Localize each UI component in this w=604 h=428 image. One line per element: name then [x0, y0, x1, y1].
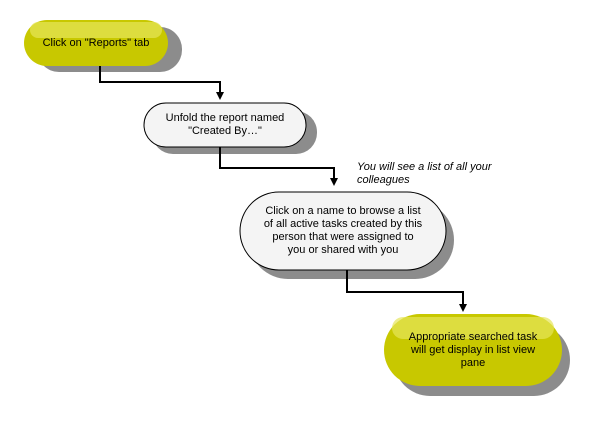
browse-tasks-node-shape — [239, 191, 447, 271]
start-node — [24, 20, 182, 72]
end-node-highlight — [392, 317, 554, 339]
connector-step2-step3 — [219, 147, 338, 186]
colleagues-annotation: You will see a list of all your colleagu… — [357, 161, 492, 186]
browse-tasks-node — [239, 191, 454, 279]
unfold-report-node-label: Unfold the report named "Created By…" — [165, 112, 285, 137]
unfold-report-node — [143, 102, 317, 154]
unfold-report-node-shape — [143, 102, 307, 148]
browse-tasks-node-label: Click on a name to browse a list of all … — [263, 205, 423, 256]
end-node — [384, 314, 570, 396]
start-node-highlight — [30, 22, 162, 38]
connector-step3-step4 — [346, 270, 467, 312]
end-node-label: Appropriate searched task will get displ… — [408, 330, 538, 369]
start-node-label: Click on "Reports" tab — [42, 36, 150, 49]
connector-step1-step2 — [99, 66, 224, 100]
